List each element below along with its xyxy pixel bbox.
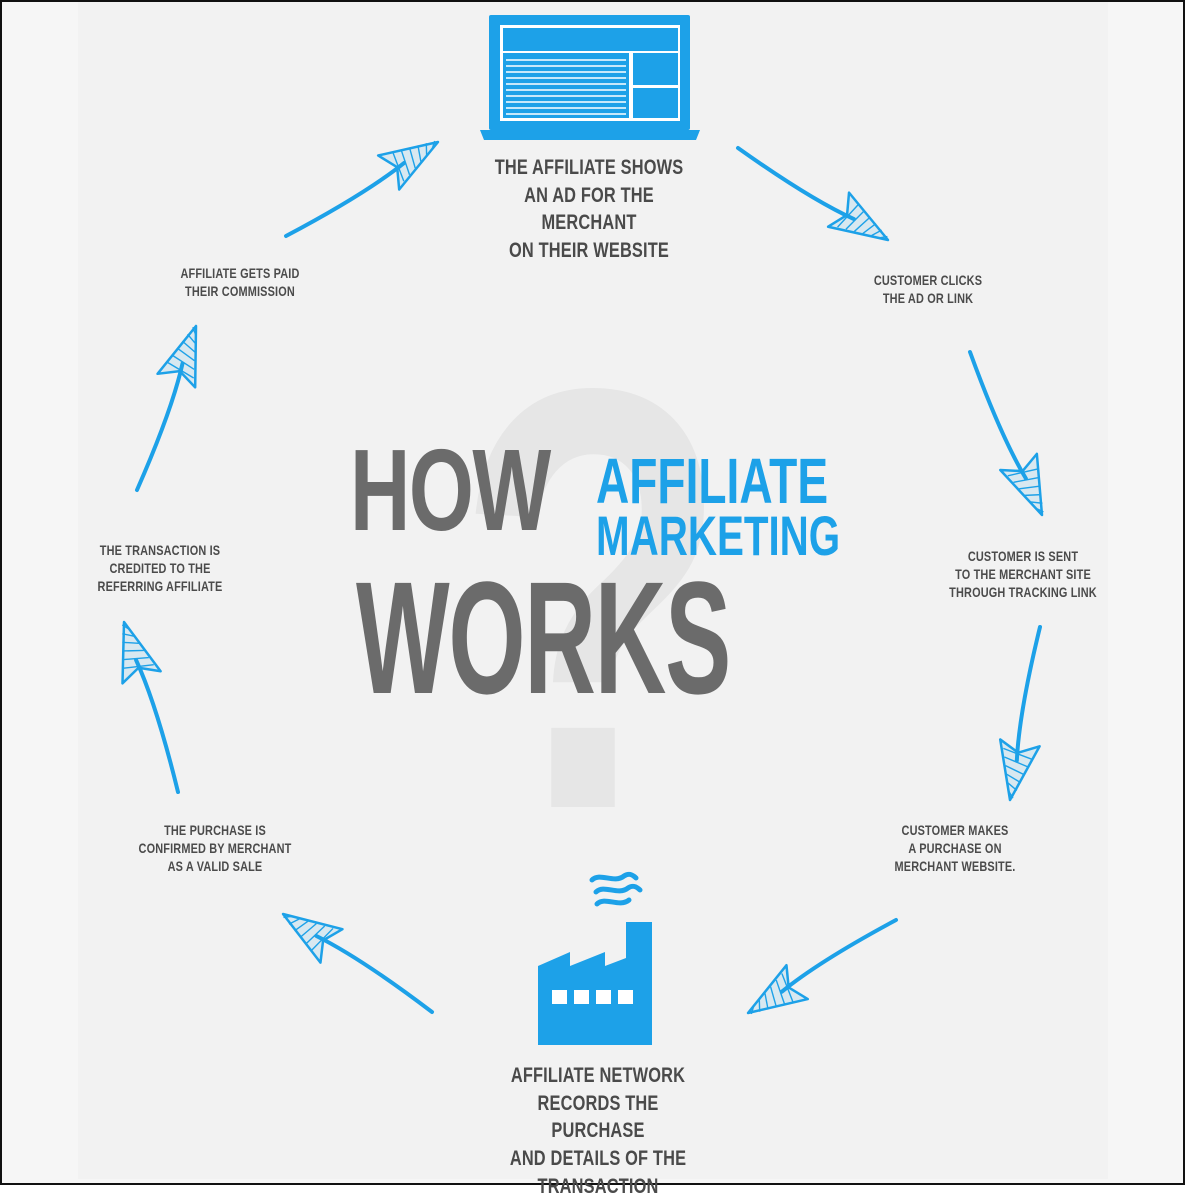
arrow-8-to-1 [286,141,438,236]
arrow-6-to-7 [122,622,178,792]
arrow-7-to-8 [137,326,196,490]
arrow-1-to-2 [738,148,888,240]
arrow-3-to-4 [1000,627,1040,800]
arrow-5-to-6 [283,914,432,1012]
arrow-4-to-5 [748,920,896,1014]
arrow-2-to-3 [970,352,1043,515]
